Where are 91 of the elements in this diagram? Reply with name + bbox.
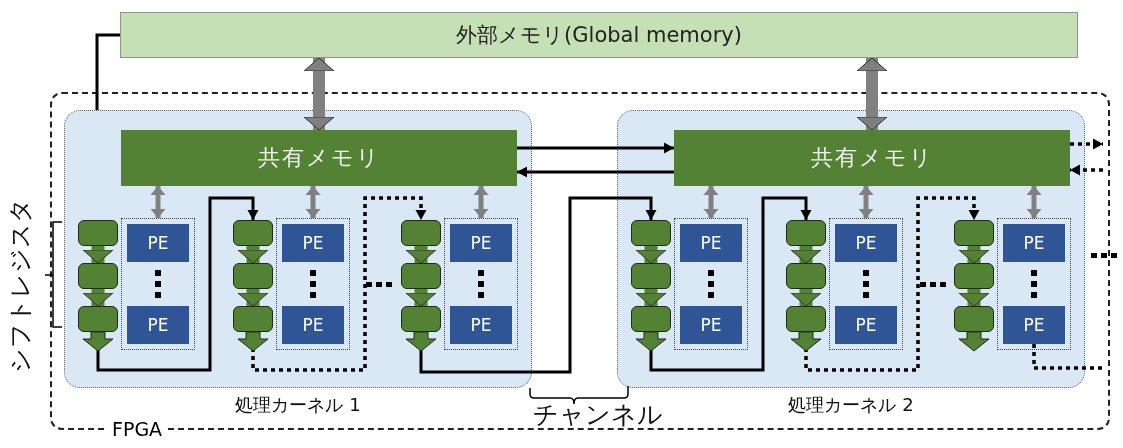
shift-register-box: [233, 306, 273, 332]
arrow: [1070, 138, 1103, 150]
memory-label: 外部メモリ(Global memory): [456, 22, 742, 49]
arrow: [958, 246, 990, 264]
vertical-label: シフトレジスタ: [5, 197, 35, 373]
arrow: [82, 246, 114, 264]
arrow: [251, 196, 427, 372]
pe-box: [835, 306, 897, 344]
pe-group-box: [121, 218, 195, 350]
pe-label: PE: [700, 233, 722, 253]
arrow: [635, 289, 667, 307]
pe-label: PE: [302, 315, 324, 335]
pe-box: [835, 224, 897, 262]
arrow: [958, 289, 990, 307]
pe-label: PE: [147, 315, 169, 335]
arrow: [1070, 164, 1103, 176]
arrow: [517, 166, 674, 178]
shift-register-box: [401, 220, 441, 246]
arrow: [790, 289, 822, 307]
arrow: [305, 186, 321, 218]
shift-register-box: [954, 263, 994, 289]
shift-register-box: [401, 263, 441, 289]
arrow: [858, 186, 874, 218]
pe-group-box: [674, 218, 748, 350]
pe-box: [450, 306, 512, 344]
arrow: [419, 196, 657, 374]
shift-register-box: [786, 220, 826, 246]
kernel-caption: 処理カーネル 1: [235, 393, 361, 417]
pe-label: PE: [302, 233, 324, 253]
pe-box: [282, 306, 344, 344]
pe-label: PE: [470, 315, 492, 335]
arrow: [237, 246, 269, 264]
kernel-box: [64, 110, 532, 388]
memory-label: 共有メモリ: [810, 144, 934, 172]
shift-register-box: [631, 306, 671, 332]
kernel-caption: 処理カーネル 2: [788, 393, 914, 417]
pe-box: [127, 306, 189, 344]
arrow: [804, 196, 980, 372]
arrow: [649, 196, 812, 372]
shift-register-box: [631, 263, 671, 289]
arrow: [82, 289, 114, 307]
shared-memory-box: [121, 130, 517, 186]
arrow: [473, 186, 489, 218]
shift-register-box: [631, 220, 671, 246]
pe-group-box: [276, 218, 350, 350]
arrow: [856, 57, 888, 131]
arrow: [96, 196, 259, 372]
arrow: [405, 289, 437, 307]
pe-label: PE: [855, 233, 877, 253]
pe-label: PE: [855, 315, 877, 335]
global-memory-box: [120, 12, 1078, 58]
shared-memory-box: [674, 130, 1070, 186]
pe-group-box: [829, 218, 903, 350]
pe-box: [127, 224, 189, 262]
pe-box: [282, 224, 344, 262]
shift-register-box: [78, 263, 118, 289]
pe-box: [450, 224, 512, 262]
connector-line: [95, 33, 120, 110]
shift-register-box: [78, 220, 118, 246]
memory-label: 共有メモリ: [257, 144, 381, 172]
pe-box: [1003, 224, 1065, 262]
pe-box: [680, 306, 742, 344]
shift-register-box: [786, 263, 826, 289]
pe-label: PE: [470, 233, 492, 253]
channel-label: チャンネル: [533, 399, 663, 431]
shift-register-box: [78, 306, 118, 332]
arrow: [1026, 186, 1042, 218]
shift-register-box: [401, 306, 441, 332]
arrow: [150, 186, 166, 218]
kernel-box: [617, 110, 1085, 388]
pe-label: PE: [700, 315, 722, 335]
arrow: [517, 142, 674, 154]
pe-label: PE: [147, 233, 169, 253]
pe-group-box: [444, 218, 518, 350]
pe-box: [680, 224, 742, 262]
shift-register-box: [786, 306, 826, 332]
arrow: [303, 57, 335, 131]
arrow: [405, 246, 437, 264]
pe-label: PE: [1023, 315, 1045, 335]
pe-group-box: [997, 218, 1071, 350]
shift-register-box: [233, 263, 273, 289]
pe-box: [1003, 306, 1065, 344]
connector-line: [1032, 344, 1103, 370]
shift-register-box: [954, 220, 994, 246]
arrow: [237, 289, 269, 307]
pe-label: PE: [1023, 233, 1045, 253]
arrow: [703, 186, 719, 218]
arrow: [635, 246, 667, 264]
shift-register-box: [954, 306, 994, 332]
shift-register-box: [233, 220, 273, 246]
arrow: [790, 246, 822, 264]
